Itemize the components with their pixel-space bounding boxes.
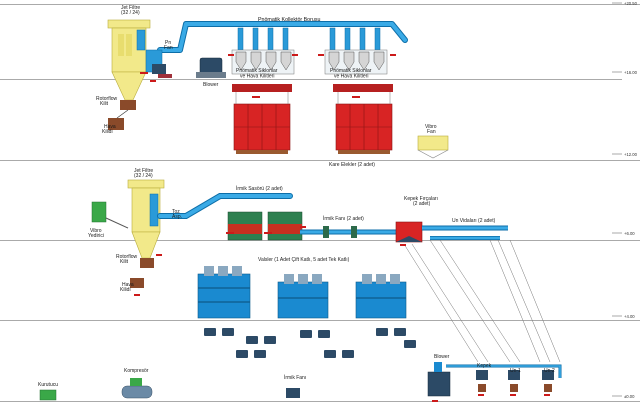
floor-lines bbox=[0, 4, 640, 402]
vibro-yedirici bbox=[91, 201, 129, 229]
kepek-fircalari bbox=[395, 221, 423, 243]
un2-label: Un-2 bbox=[544, 368, 555, 374]
output-lockers bbox=[476, 370, 554, 392]
level-label-000: ±0.00 bbox=[624, 394, 635, 399]
mill-motors bbox=[204, 328, 416, 358]
sifter-left bbox=[232, 84, 292, 154]
irmik-sasoru-pipe bbox=[157, 193, 293, 219]
irmik-fani-bottom bbox=[286, 388, 300, 398]
vibro-fan bbox=[417, 135, 449, 159]
level-label-1650: +16.00 bbox=[624, 70, 638, 75]
irmik-sasoru-label: İrmik Sasörü (2 adet) bbox=[236, 185, 283, 192]
irmik-fani-label: İrmik Fanı (2 adet) bbox=[323, 215, 364, 222]
un1-label: Un-1 bbox=[510, 368, 521, 374]
jet-filter-top bbox=[107, 19, 151, 101]
kurutucu bbox=[39, 389, 57, 401]
kurutucu-label: Kurutucu bbox=[38, 382, 58, 388]
red-annotations bbox=[134, 54, 550, 402]
sifter-right bbox=[333, 84, 393, 154]
level-label-1200: +12.00 bbox=[624, 152, 638, 157]
bottom-collector-pipe bbox=[446, 364, 562, 378]
un-vidalari-label: Un Vidaları (2 adet) bbox=[452, 218, 496, 224]
level-mark-600: +6.00 bbox=[612, 231, 635, 236]
level-mark-1200: +12.00 bbox=[612, 152, 638, 157]
cyclone-group-right bbox=[324, 49, 388, 75]
kare-elekler-label: Kare Elekler (2 adet) bbox=[329, 162, 375, 168]
level-label-400: +4.00 bbox=[624, 314, 635, 319]
roller-mill-2 bbox=[277, 274, 329, 319]
un-vidalari-pipe bbox=[422, 225, 508, 240]
roller-mill-3 bbox=[355, 274, 407, 319]
pn-fan-top bbox=[145, 49, 172, 78]
blower-top bbox=[196, 57, 226, 78]
level-mark-2050: +20.50 bbox=[612, 1, 638, 6]
product-drop-lines bbox=[403, 239, 561, 363]
blower-bottom-label: Blower bbox=[434, 354, 450, 360]
blower-top-label: Blower bbox=[203, 82, 219, 88]
rotorflow-mid bbox=[130, 258, 154, 288]
pneumatic-drop-pipes bbox=[237, 27, 381, 51]
level-mark-1650: +16.00 bbox=[612, 70, 638, 75]
kepek-out-label: Kepek bbox=[477, 363, 492, 369]
kompresor bbox=[121, 378, 153, 399]
rotorflow-top bbox=[108, 100, 136, 130]
jet-filter-top-label: Jet Filtre(32 / 24) bbox=[121, 5, 140, 16]
level-mark-400: +4.00 bbox=[612, 314, 635, 319]
level-label-2050: +20.50 bbox=[624, 1, 638, 6]
kompresor-label: Kompresör bbox=[124, 368, 149, 374]
level-markers: +20.50 +16.00 +12.00 +6.00 +4.00 ±0.00 bbox=[612, 1, 638, 399]
jet-filter-mid bbox=[127, 179, 165, 259]
jet-filter-mid-label: Jet Filtre(32 / 24) bbox=[134, 168, 153, 179]
valsler-label: Valsler (1 Adet Çift Katlı, 5 adet Tek K… bbox=[258, 257, 350, 263]
irmik-fan-pipe bbox=[300, 226, 400, 238]
blower-bottom bbox=[427, 362, 451, 397]
level-mark-000: ±0.00 bbox=[612, 394, 635, 399]
roller-mills bbox=[197, 266, 407, 319]
kepek-fircalari-label: Kepek Fırçaları(2 adet) bbox=[404, 196, 438, 207]
irmik-fani-bottom-label: İrmik Fanı bbox=[284, 374, 306, 381]
irmik-sasoru-machines bbox=[227, 211, 303, 241]
pneumatic-collector-pipe bbox=[157, 21, 408, 53]
cyclone-group-left bbox=[231, 49, 295, 75]
level-label-600: +6.00 bbox=[624, 231, 635, 236]
roller-mill-1 bbox=[197, 266, 251, 319]
pneumatic-line-label: Pnömatik Kollektör Borusu bbox=[258, 17, 320, 23]
